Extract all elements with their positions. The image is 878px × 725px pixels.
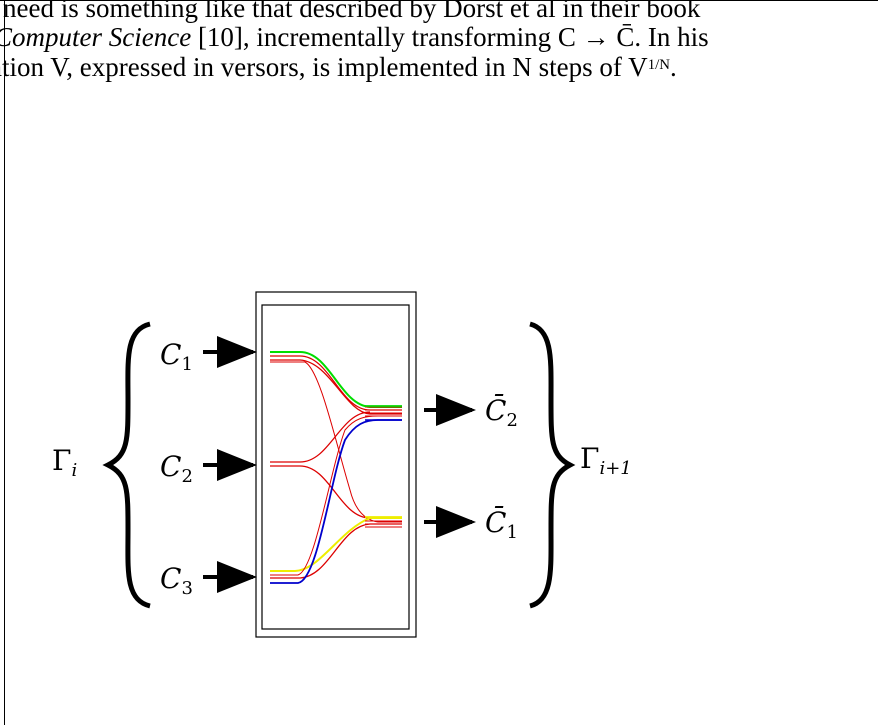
curve-red-c3b xyxy=(270,523,402,579)
text-line-2-content: [10], incrementally transforming C → C̄.… xyxy=(191,22,709,52)
text-line-2: Computer Science [10], incrementally tra… xyxy=(0,22,709,52)
text-line-1: need is something like that described by… xyxy=(3,0,700,23)
gamma-subscript: i xyxy=(71,460,77,481)
right-group-label: Γi+1 xyxy=(580,442,632,479)
curve-blue-c3 xyxy=(270,419,402,584)
left-brace xyxy=(102,321,151,609)
top-rule xyxy=(0,0,878,1)
output-label-c1bar: C̄1 xyxy=(485,505,518,543)
output-bundle-bottom xyxy=(365,520,402,528)
input-label-c1: C1 xyxy=(160,338,193,375)
right-brace xyxy=(529,321,576,609)
transformation-curves xyxy=(270,351,402,584)
input-label-c3: C3 xyxy=(160,562,193,599)
gamma-symbol-right: Γ xyxy=(580,442,599,475)
output-label-c2bar: C̄2 xyxy=(485,393,518,431)
curve-red-c2-down xyxy=(270,465,371,519)
transformation-box-inner xyxy=(261,304,410,630)
text-line-3-end: . xyxy=(669,52,677,82)
transformation-box-outer xyxy=(255,291,417,638)
paper-text-excerpt: need is something like that described by… xyxy=(0,0,878,88)
text-line-3: ation V, expressed in versors, is implem… xyxy=(0,52,677,87)
left-group-label: Γi xyxy=(52,444,77,481)
gamma-subscript-right: i+1 xyxy=(599,458,631,479)
left-margin-rule xyxy=(4,0,5,725)
input-label-c2: C2 xyxy=(160,450,193,487)
curve-yellow-c3 xyxy=(270,517,402,572)
curve-red-c3a xyxy=(270,415,402,576)
book-title: Computer Science xyxy=(0,22,192,52)
gamma-symbol: Γ xyxy=(52,444,71,477)
curve-red-c1a xyxy=(270,355,402,411)
curve-red-c2-up xyxy=(270,411,371,463)
output-bundle-top xyxy=(365,406,402,417)
text-line-3-content: ation V, expressed in versors, is implem… xyxy=(0,52,648,82)
text-line-1-content: need is something like that described by… xyxy=(3,0,701,23)
exponent: 1/N xyxy=(647,57,670,74)
